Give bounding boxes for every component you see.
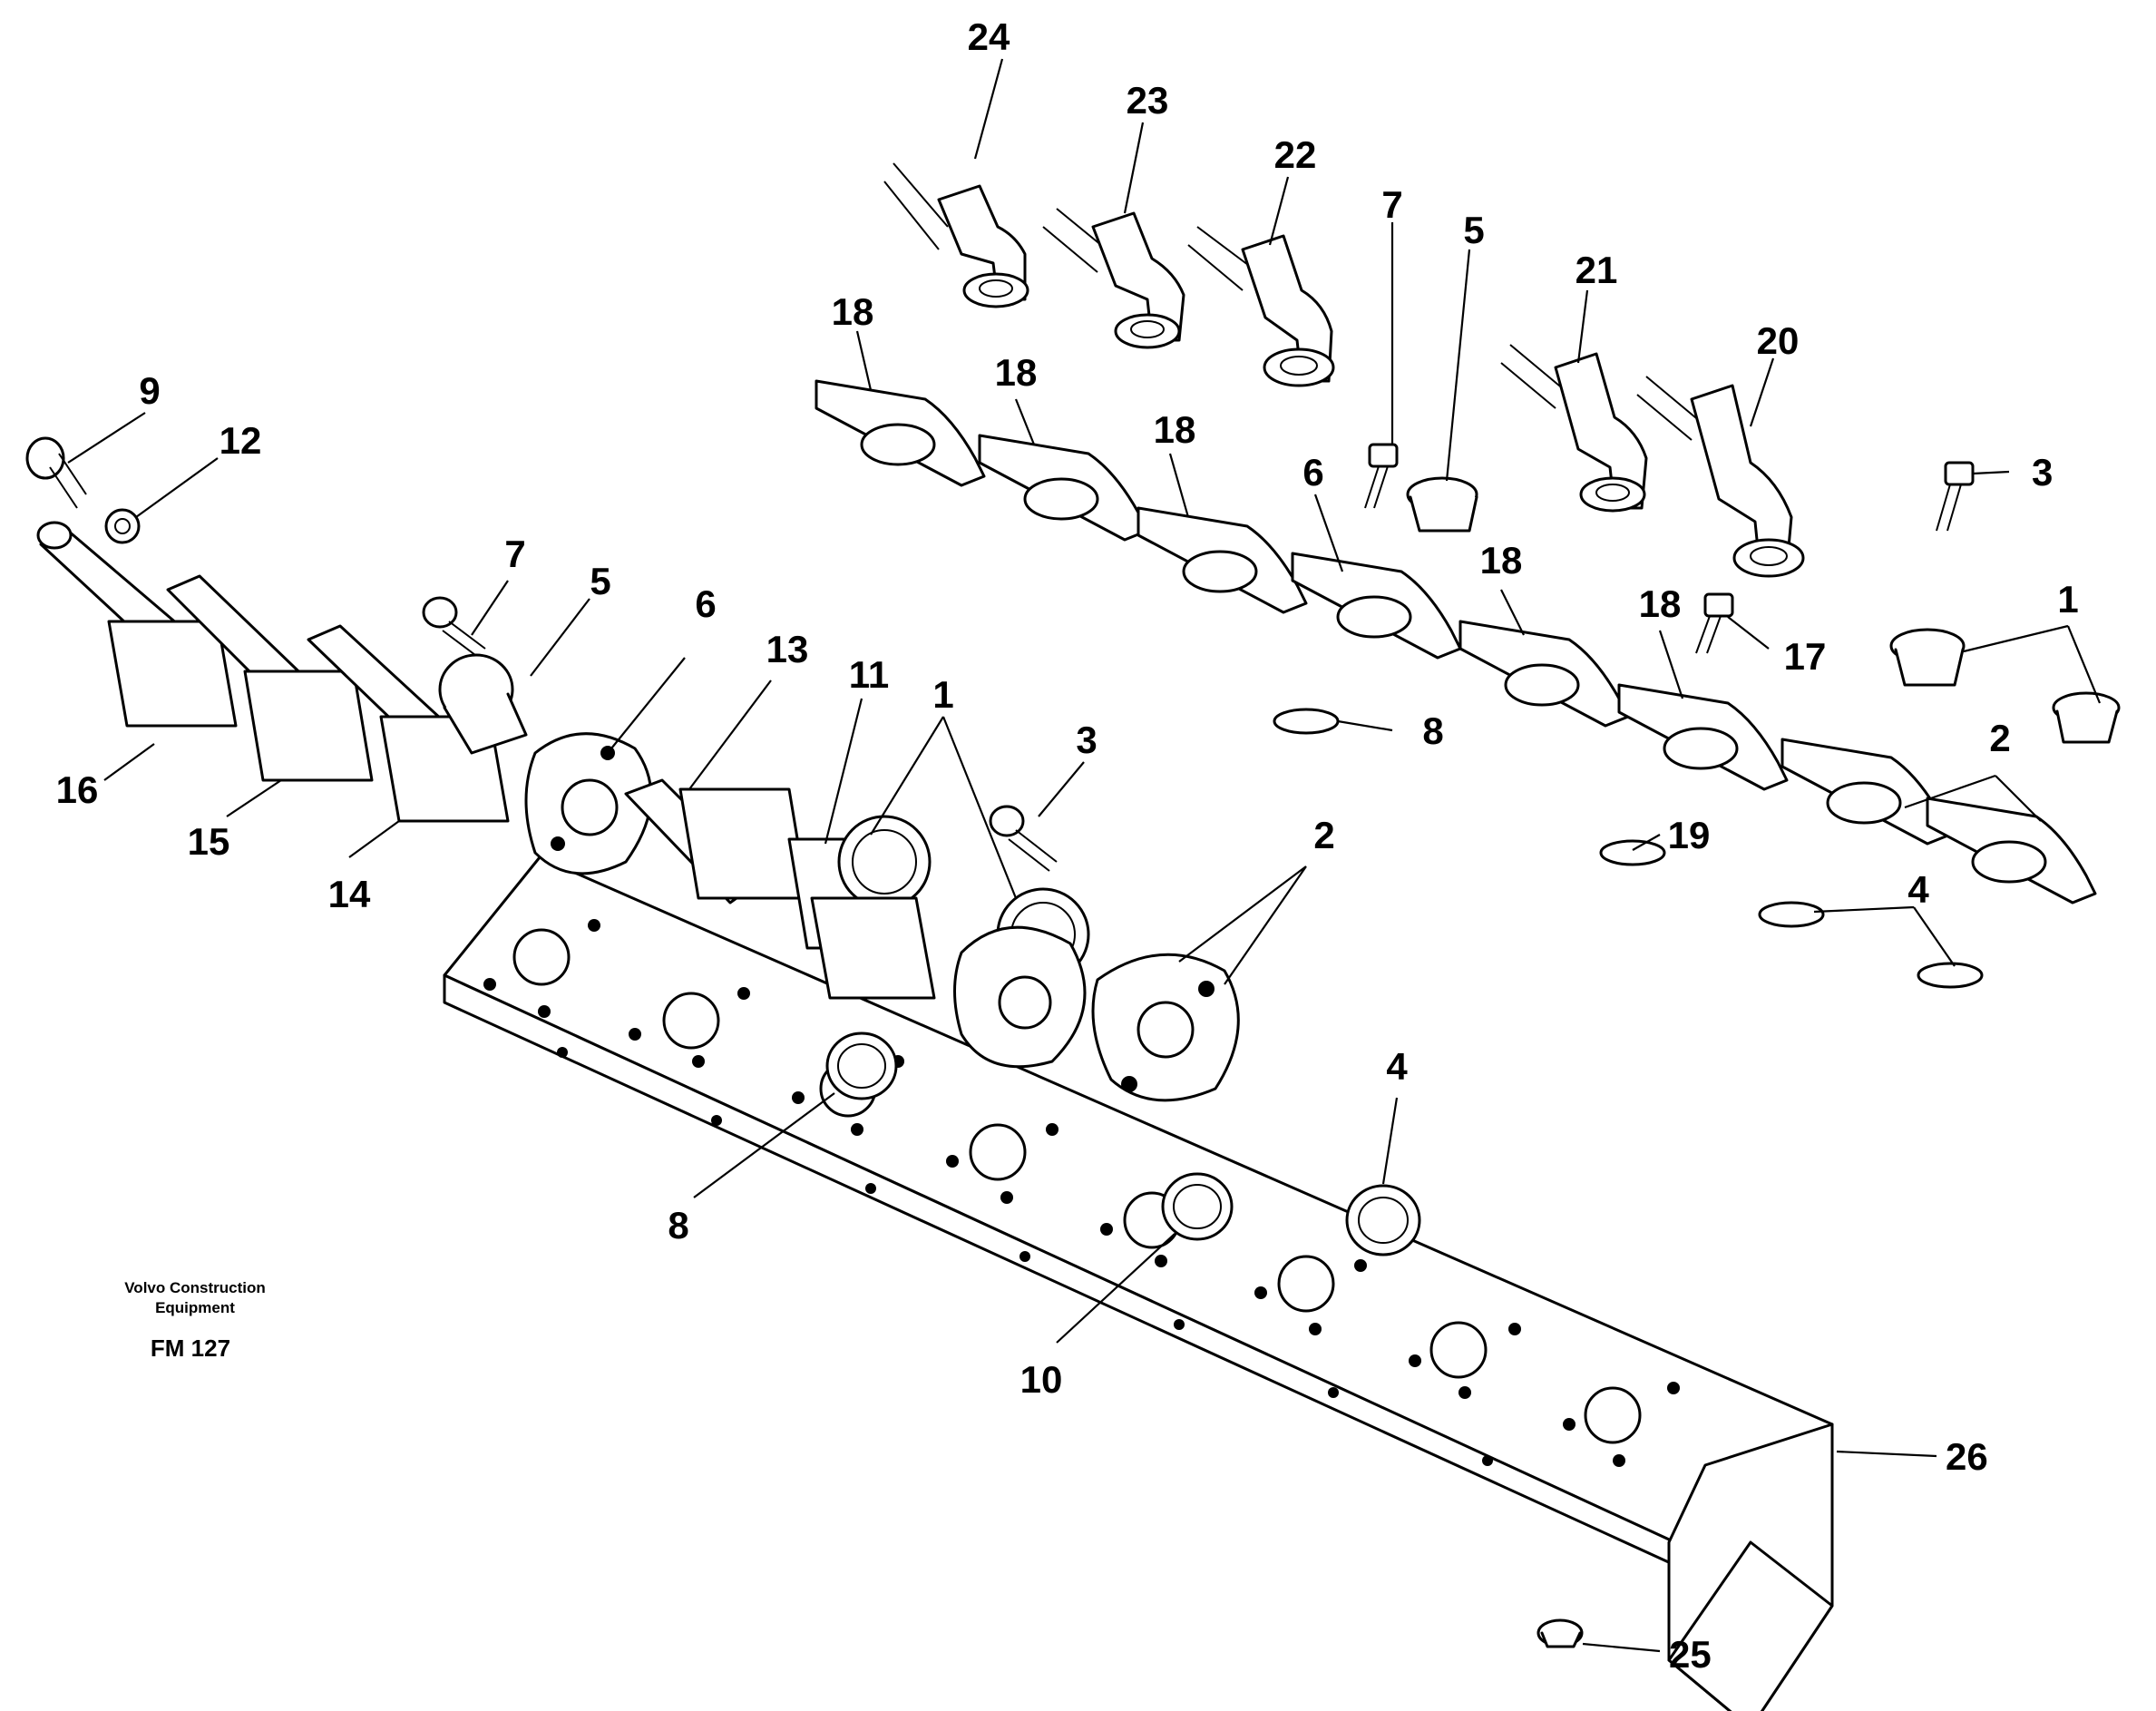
callout-8-low: 8 — [668, 1204, 688, 1247]
callout-15: 15 — [188, 820, 230, 863]
adapter-5-top — [1406, 476, 1478, 533]
o-ring-10 — [1161, 1172, 1234, 1241]
callout-11: 11 — [849, 653, 889, 696]
adapter-1-right-a — [1889, 628, 1966, 687]
caption-line-1: Volvo Construction — [124, 1279, 266, 1296]
callout-6-left: 6 — [695, 582, 716, 625]
washer-12 — [104, 508, 141, 544]
flange-18-a — [815, 379, 986, 487]
callout-7-left: 7 — [504, 533, 525, 575]
callout-23: 23 — [1127, 79, 1169, 122]
callout-7-top: 7 — [1381, 183, 1402, 226]
flange-18-c — [1137, 506, 1308, 614]
bolt-9 — [25, 436, 87, 509]
callout-9: 9 — [139, 369, 160, 412]
callout-4-right: 4 — [1907, 868, 1929, 911]
screw-3-mid — [989, 805, 1058, 872]
caption-line-2: Equipment — [155, 1299, 235, 1316]
tube-15 — [166, 574, 374, 782]
callout-20: 20 — [1757, 319, 1800, 362]
flange-18-d — [1458, 620, 1630, 728]
plug-25 — [1537, 1618, 1584, 1648]
callout-3-mid: 3 — [1076, 719, 1097, 761]
o-ring-8-lower — [825, 1031, 898, 1100]
callout-1-right: 1 — [2057, 578, 2078, 621]
screw-3-right — [1936, 461, 1975, 532]
callout-26: 26 — [1946, 1435, 1988, 1478]
callout-18-a: 18 — [832, 290, 874, 333]
o-rings-upper — [1273, 708, 1984, 989]
callout-19: 19 — [1668, 814, 1711, 856]
callout-13: 13 — [766, 628, 809, 670]
leader-lines — [67, 58, 2102, 1653]
flange-6-top — [1291, 552, 1462, 660]
callout-10: 10 — [1020, 1358, 1063, 1401]
callout-18-b: 18 — [995, 351, 1038, 394]
flange-6-left — [524, 732, 653, 875]
flange-18-b — [978, 434, 1149, 542]
tube-16 — [36, 521, 238, 728]
hose-20 — [1636, 376, 1805, 578]
callout-3-right: 3 — [2032, 451, 2053, 494]
callout-18-c: 18 — [1154, 408, 1196, 451]
callout-labels: 24 23 22 7 5 21 20 18 18 18 6 18 18 3 1 … — [56, 15, 2079, 1676]
screw-17 — [1695, 592, 1734, 654]
callout-21: 21 — [1576, 249, 1618, 291]
callout-1-mid: 1 — [932, 673, 953, 716]
screw-7-left — [422, 596, 486, 659]
hose-21 — [1500, 344, 1648, 513]
hose-24 — [883, 162, 1029, 308]
flange-2-mid — [953, 925, 1087, 1069]
publisher-caption: Volvo Construction Equipment FM 127 — [124, 1279, 266, 1362]
flange-2-right-a — [1780, 738, 1952, 846]
adapter-5-left — [438, 653, 528, 755]
callout-8-upper: 8 — [1422, 709, 1443, 752]
callout-16: 16 — [56, 768, 99, 811]
valve-block-bolt-holes — [483, 919, 1680, 1467]
callout-22: 22 — [1274, 133, 1317, 176]
flange-18-e — [1617, 683, 1789, 791]
hose-23 — [1042, 208, 1185, 349]
callout-2-right: 2 — [1989, 717, 2010, 759]
flange-2-right-lower — [1091, 953, 1240, 1102]
callout-5-left: 5 — [590, 560, 610, 602]
callout-24: 24 — [968, 15, 1010, 58]
callout-12: 12 — [220, 419, 262, 462]
callout-2-mid: 2 — [1313, 814, 1334, 856]
screw-7-top — [1364, 443, 1399, 509]
tube-13 — [624, 778, 809, 904]
hose-22 — [1187, 226, 1335, 387]
callout-14: 14 — [328, 873, 371, 915]
callout-6-top: 6 — [1302, 451, 1323, 494]
callout-18-d: 18 — [1480, 539, 1523, 582]
callout-4-low: 4 — [1386, 1045, 1408, 1088]
caption-code: FM 127 — [151, 1335, 230, 1362]
o-ring-4-lower — [1345, 1184, 1421, 1256]
adapter-1-right-b — [2052, 691, 2121, 744]
callout-25: 25 — [1669, 1633, 1712, 1676]
callout-18-e: 18 — [1639, 582, 1682, 625]
callout-5-top: 5 — [1463, 209, 1484, 251]
flange-2-right-b — [1926, 797, 2097, 904]
callout-17: 17 — [1784, 635, 1827, 678]
